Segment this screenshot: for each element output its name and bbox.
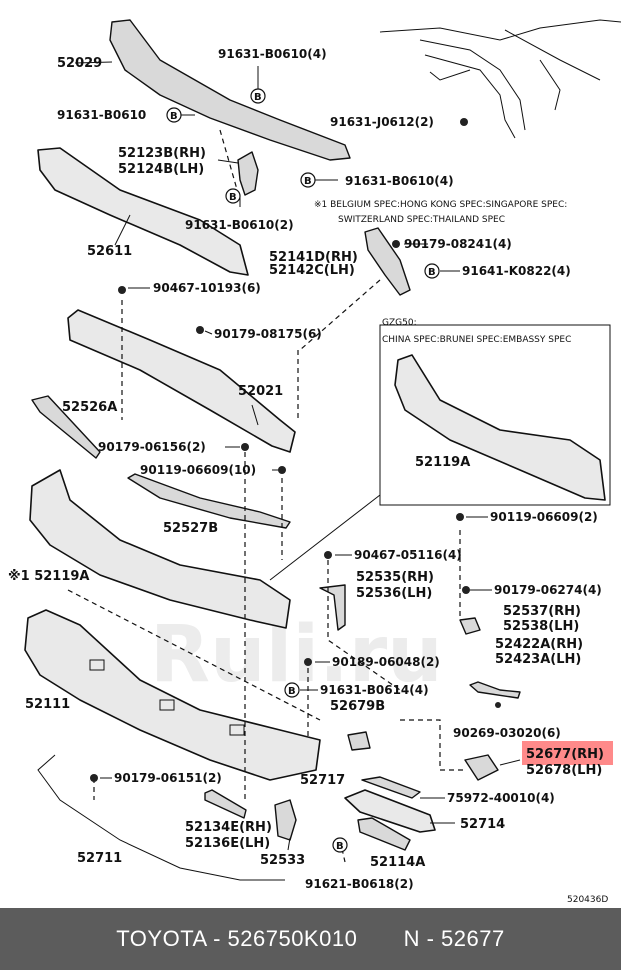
label-52142c: 52142C(LH) (269, 263, 355, 278)
b-circle-marks: B B B B B B B (166, 88, 440, 853)
label-91631-b0614: 91631-B0614(4) (320, 683, 429, 697)
leader-lines (100, 66, 521, 851)
svg-text:B: B (254, 92, 262, 103)
label-52422a: 52422A(RH) (495, 637, 583, 652)
label-52538: 52538(LH) (503, 619, 579, 634)
label-52029: 52029 (57, 56, 102, 71)
svg-text:B: B (229, 192, 237, 203)
note1-line1: ※1 BELGIUM SPEC:HONG KONG SPEC:SINGAPORE… (314, 200, 567, 210)
label-52021: 52021 (238, 384, 283, 399)
label-52136e: 52136E(LH) (185, 836, 270, 851)
label-91631-b0610-4-top: 91631-B0610(4) (218, 47, 327, 61)
part-52717-pad (361, 776, 421, 799)
part-52119a-inset-bumper (394, 354, 606, 501)
diagram-code: 520436D (567, 895, 608, 905)
svg-text:B: B (336, 841, 344, 852)
label-90467-05116: 90467-05116(4) (354, 548, 462, 562)
label-52611: 52611 (87, 244, 132, 259)
label-52679b: 52679B (330, 699, 385, 714)
label-52533: 52533 (260, 853, 305, 868)
label-90179-06151: 90179-06151(2) (114, 771, 222, 785)
label-52119a-main: ※1 52119A (8, 569, 90, 584)
label-91631-j0612: 91631-J0612(2) (330, 115, 434, 129)
part-52119a-bumper-cover (29, 469, 291, 629)
car-body-fragment (379, 19, 621, 139)
label-90119-06609-10: 90119-06609(10) (140, 463, 256, 477)
highlight-52677 (522, 741, 613, 765)
label-52677: 52677(RH) (526, 747, 604, 762)
part-52714-stay (344, 789, 436, 833)
label-52119a-inset: 52119A (415, 455, 470, 470)
label-52717: 52717 (300, 773, 345, 788)
label-52714: 52714 (460, 817, 505, 832)
part-52134e-stay (204, 789, 247, 819)
part-52611-absorber (37, 147, 249, 276)
note1-line2: SWITZERLAND SPEC:THAILAND SPEC (338, 215, 505, 225)
svg-text:B: B (428, 267, 436, 278)
bolt-marks (90, 118, 501, 782)
part-52535-bracket (319, 584, 346, 631)
dashed-leaders (67, 129, 465, 863)
label-52114a: 52114A (370, 855, 425, 870)
part-labels: 52029 91631-B0610(4) 91631-B0610 91631-J… (8, 47, 608, 905)
parts-diagram: B B B B B B B 52029 91631-B0610(4) 91631… (8, 19, 621, 905)
part-52533-bracket (274, 799, 297, 841)
part-52029-reinforcement (109, 19, 351, 161)
part-52114a-grille (357, 817, 411, 851)
label-52535: 52535(RH) (356, 570, 434, 585)
label-90269-03020: 90269-03020(6) (453, 726, 561, 740)
label-52123b: 52123B(RH) (118, 146, 206, 161)
part-52141d-bracket (364, 227, 411, 296)
label-91621-b0618: 91621-B0618(2) (305, 877, 414, 891)
label-52111: 52111 (25, 697, 70, 712)
part-52711-wire (37, 754, 285, 881)
part-52422a-bracket (469, 681, 521, 699)
gzg-note-line1: GZG50: (382, 318, 417, 328)
svg-text:B: B (170, 111, 178, 122)
part-52526a-seal (31, 395, 101, 459)
gzg-note-line2: CHINA SPEC:BRUNEI SPEC:EMBASSY SPEC (382, 335, 571, 345)
label-52526a: 52526A (62, 400, 117, 415)
part-52677-bracket (464, 754, 499, 781)
label-52141d: 52141D(RH) (269, 250, 358, 265)
label-52423a: 52423A(LH) (495, 652, 581, 667)
label-90467-10193: 90467-10193(6) (153, 281, 261, 295)
label-75972-40010: 75972-40010(4) (447, 791, 555, 805)
inset-box (379, 324, 611, 506)
label-52678: 52678(LH) (526, 763, 602, 778)
label-52536: 52536(LH) (356, 586, 432, 601)
label-91631-b0610-4-mid: 91631-B0610(4) (345, 174, 454, 188)
label-52711: 52711 (77, 851, 122, 866)
part-52679b-bracket (347, 731, 371, 751)
label-90179-06274: 90179-06274(4) (494, 583, 602, 597)
label-90179-08241: 90179-08241(4) (404, 237, 512, 251)
part-52123b-bracket (237, 151, 259, 196)
svg-text:B: B (304, 176, 312, 187)
part-52537-pad (459, 617, 481, 635)
label-90179-06156: 90179-06156(2) (98, 440, 206, 454)
part-52527b-molding (127, 473, 291, 529)
label-91641-k0822: 91641-K0822(4) (462, 264, 571, 278)
label-90179-08175: 90179-08175(6) (214, 327, 322, 341)
label-90189-06048: 90189-06048(2) (332, 655, 440, 669)
label-52537: 52537(RH) (503, 604, 581, 619)
svg-text:B: B (288, 686, 296, 697)
part-number-footer: TOYOTA - 526750K010 N - 52677 (0, 908, 621, 970)
label-91631-b0610-2: 91631-B0610(2) (185, 218, 294, 232)
label-52124b: 52124B(LH) (118, 162, 204, 177)
part-52111-lower-bumper (24, 609, 321, 781)
label-91631-b0610-left: 91631-B0610 (57, 108, 146, 122)
label-52527b: 52527B (163, 521, 218, 536)
label-90119-06609-2: 90119-06609(2) (490, 510, 598, 524)
label-52134e: 52134E(RH) (185, 820, 272, 835)
part-52021-reinforcement (67, 309, 296, 453)
